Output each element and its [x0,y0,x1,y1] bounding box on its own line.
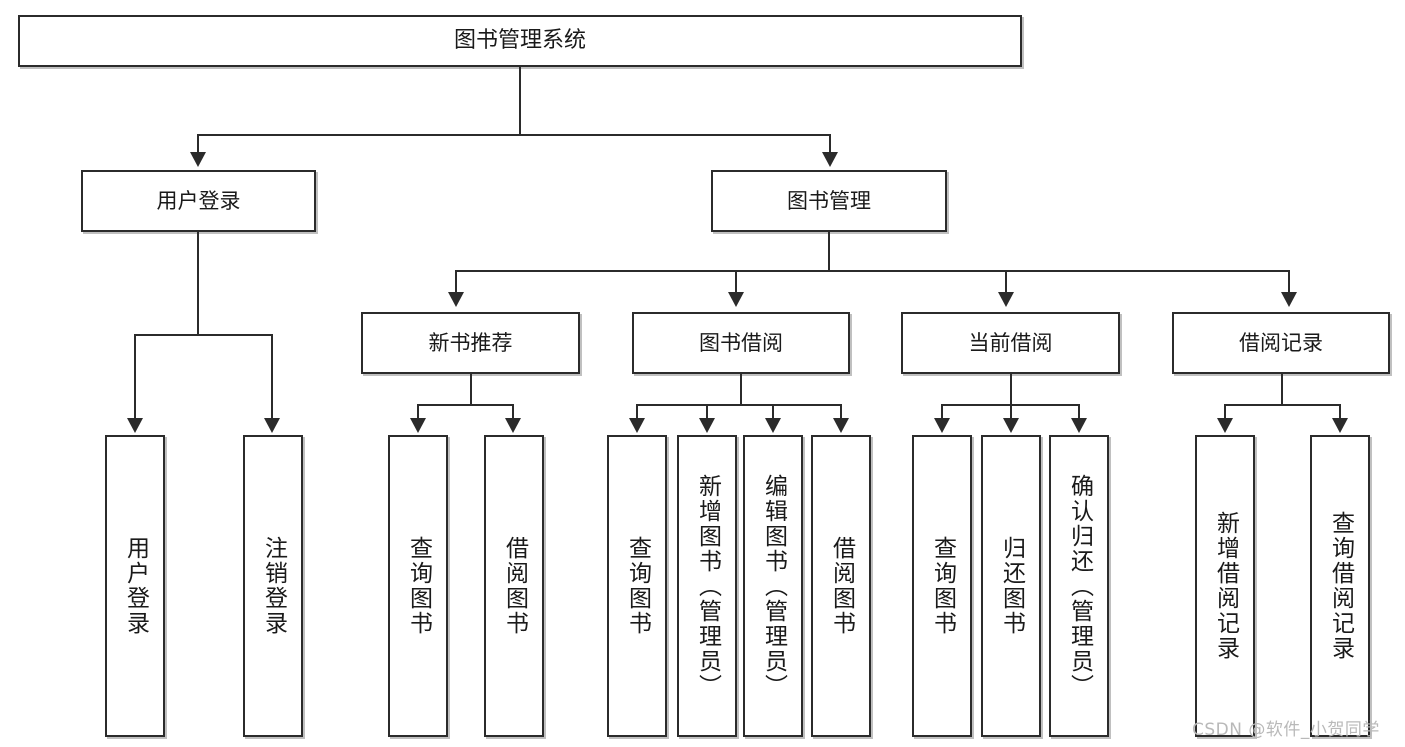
connector-user-login-bar [134,334,272,336]
connector-user-login-drop-1 [134,334,136,420]
arrowhead-borrow-records [1281,292,1297,307]
arrowhead-br-query-record [1332,418,1348,433]
node-book-borrow[interactable]: 图书借阅 [632,312,850,374]
arrowhead-book-borrow [728,292,744,307]
node-label: 借阅图书 [828,536,855,636]
node-label: 图书管理 [787,188,871,213]
leaf-nb-query-book[interactable]: 查询图书 [388,435,448,737]
arrowhead-bb-borrow-book [833,418,849,433]
arrowhead-nb-borrow-book [505,418,521,433]
connector-level3-bar [455,270,1290,272]
connector-new-book-bar [417,404,514,406]
arrowhead-new-book-recommend [448,292,464,307]
node-label: 确认归还（管理员） [1066,473,1093,699]
connector-borrow-bar [636,404,842,406]
node-label: 查询图书 [624,536,651,636]
connector-level3-drop-4 [1288,270,1290,294]
connector-level3-drop-1 [455,270,457,294]
connector-borrow-drop-4 [840,404,842,420]
connector-borrow-drop-2 [706,404,708,420]
arrowhead-cb-confirm-return [1071,418,1087,433]
connector-borrow-drop-3 [772,404,774,420]
connector-records-drop-2 [1339,404,1341,420]
leaf-bb-borrow-book[interactable]: 借阅图书 [811,435,871,737]
arrowhead-leaf-logout [264,418,280,433]
connector-level3-drop-3 [1005,270,1007,294]
arrowhead-br-add-record [1217,418,1233,433]
connector-level2-bar [197,134,831,136]
arrowhead-bb-edit-book [765,418,781,433]
connector-user-login-stem [197,232,199,335]
node-label: 图书借阅 [699,330,783,355]
connector-new-book-stem [470,374,472,405]
leaf-bb-query-book[interactable]: 查询图书 [607,435,667,737]
node-label: 查询借阅记录 [1327,511,1354,661]
leaf-cb-confirm-return[interactable]: 确认归还（管理员） [1049,435,1109,737]
connector-level3-drop-2 [735,270,737,294]
node-label: 归还图书 [998,536,1025,636]
connector-new-book-drop-2 [512,404,514,420]
arrowhead-cb-query-book [934,418,950,433]
node-borrow-records[interactable]: 借阅记录 [1172,312,1390,374]
leaf-bb-add-book[interactable]: 新增图书（管理员） [677,435,737,737]
connector-book-management-stem [828,232,830,271]
node-label: 借阅记录 [1239,330,1323,355]
node-new-book-recommend[interactable]: 新书推荐 [361,312,580,374]
leaf-bb-edit-book[interactable]: 编辑图书（管理员） [743,435,803,737]
connector-borrow-stem [740,374,742,405]
node-label: 用户登录 [122,536,149,636]
leaf-cb-return-book[interactable]: 归还图书 [981,435,1041,737]
arrowhead-user-login [190,152,206,167]
connector-records-drop-1 [1224,404,1226,420]
connector-level2-drop-left [197,134,199,154]
node-label: 新书推荐 [428,330,513,355]
leaf-logout[interactable]: 注销登录 [243,435,303,737]
arrowhead-bb-query-book [629,418,645,433]
node-label: 当前借阅 [968,330,1053,355]
arrowhead-bb-add-book [699,418,715,433]
node-label: 编辑图书（管理员） [760,473,787,699]
leaf-cb-query-book[interactable]: 查询图书 [912,435,972,737]
node-label: 查询图书 [405,536,432,636]
connector-current-drop-3 [1078,404,1080,420]
connector-records-stem [1281,374,1283,405]
connector-current-stem [1010,374,1012,405]
arrowhead-nb-query-book [410,418,426,433]
node-label: 新增借阅记录 [1212,511,1239,661]
connector-current-drop-1 [941,404,943,420]
node-label: 查询图书 [929,536,956,636]
connector-level2-drop-right [829,134,831,154]
node-book-management[interactable]: 图书管理 [711,170,947,232]
node-root-system[interactable]: 图书管理系统 [18,15,1022,67]
connector-borrow-drop-1 [636,404,638,420]
connector-new-book-drop-1 [417,404,419,420]
node-label: 借阅图书 [501,536,528,636]
node-label: 注销登录 [260,536,287,636]
leaf-br-add-record[interactable]: 新增借阅记录 [1195,435,1255,737]
watermark-text: CSDN @软件_小贺同学 [1192,720,1380,740]
connector-root-stem [519,67,521,135]
leaf-user-login[interactable]: 用户登录 [105,435,165,737]
node-user-login[interactable]: 用户登录 [81,170,316,232]
connector-records-bar [1224,404,1341,406]
connector-current-drop-2 [1010,404,1012,420]
leaf-nb-borrow-book[interactable]: 借阅图书 [484,435,544,737]
arrowhead-leaf-user-login [127,418,143,433]
arrowhead-book-management [822,152,838,167]
node-label: 用户登录 [156,188,241,213]
connector-user-login-drop-2 [271,334,273,420]
leaf-br-query-record[interactable]: 查询借阅记录 [1310,435,1370,737]
node-current-borrow[interactable]: 当前借阅 [901,312,1120,374]
arrowhead-cb-return-book [1003,418,1019,433]
node-label: 图书管理系统 [453,28,586,54]
node-label: 新增图书（管理员） [694,473,721,699]
arrowhead-current-borrow [998,292,1014,307]
